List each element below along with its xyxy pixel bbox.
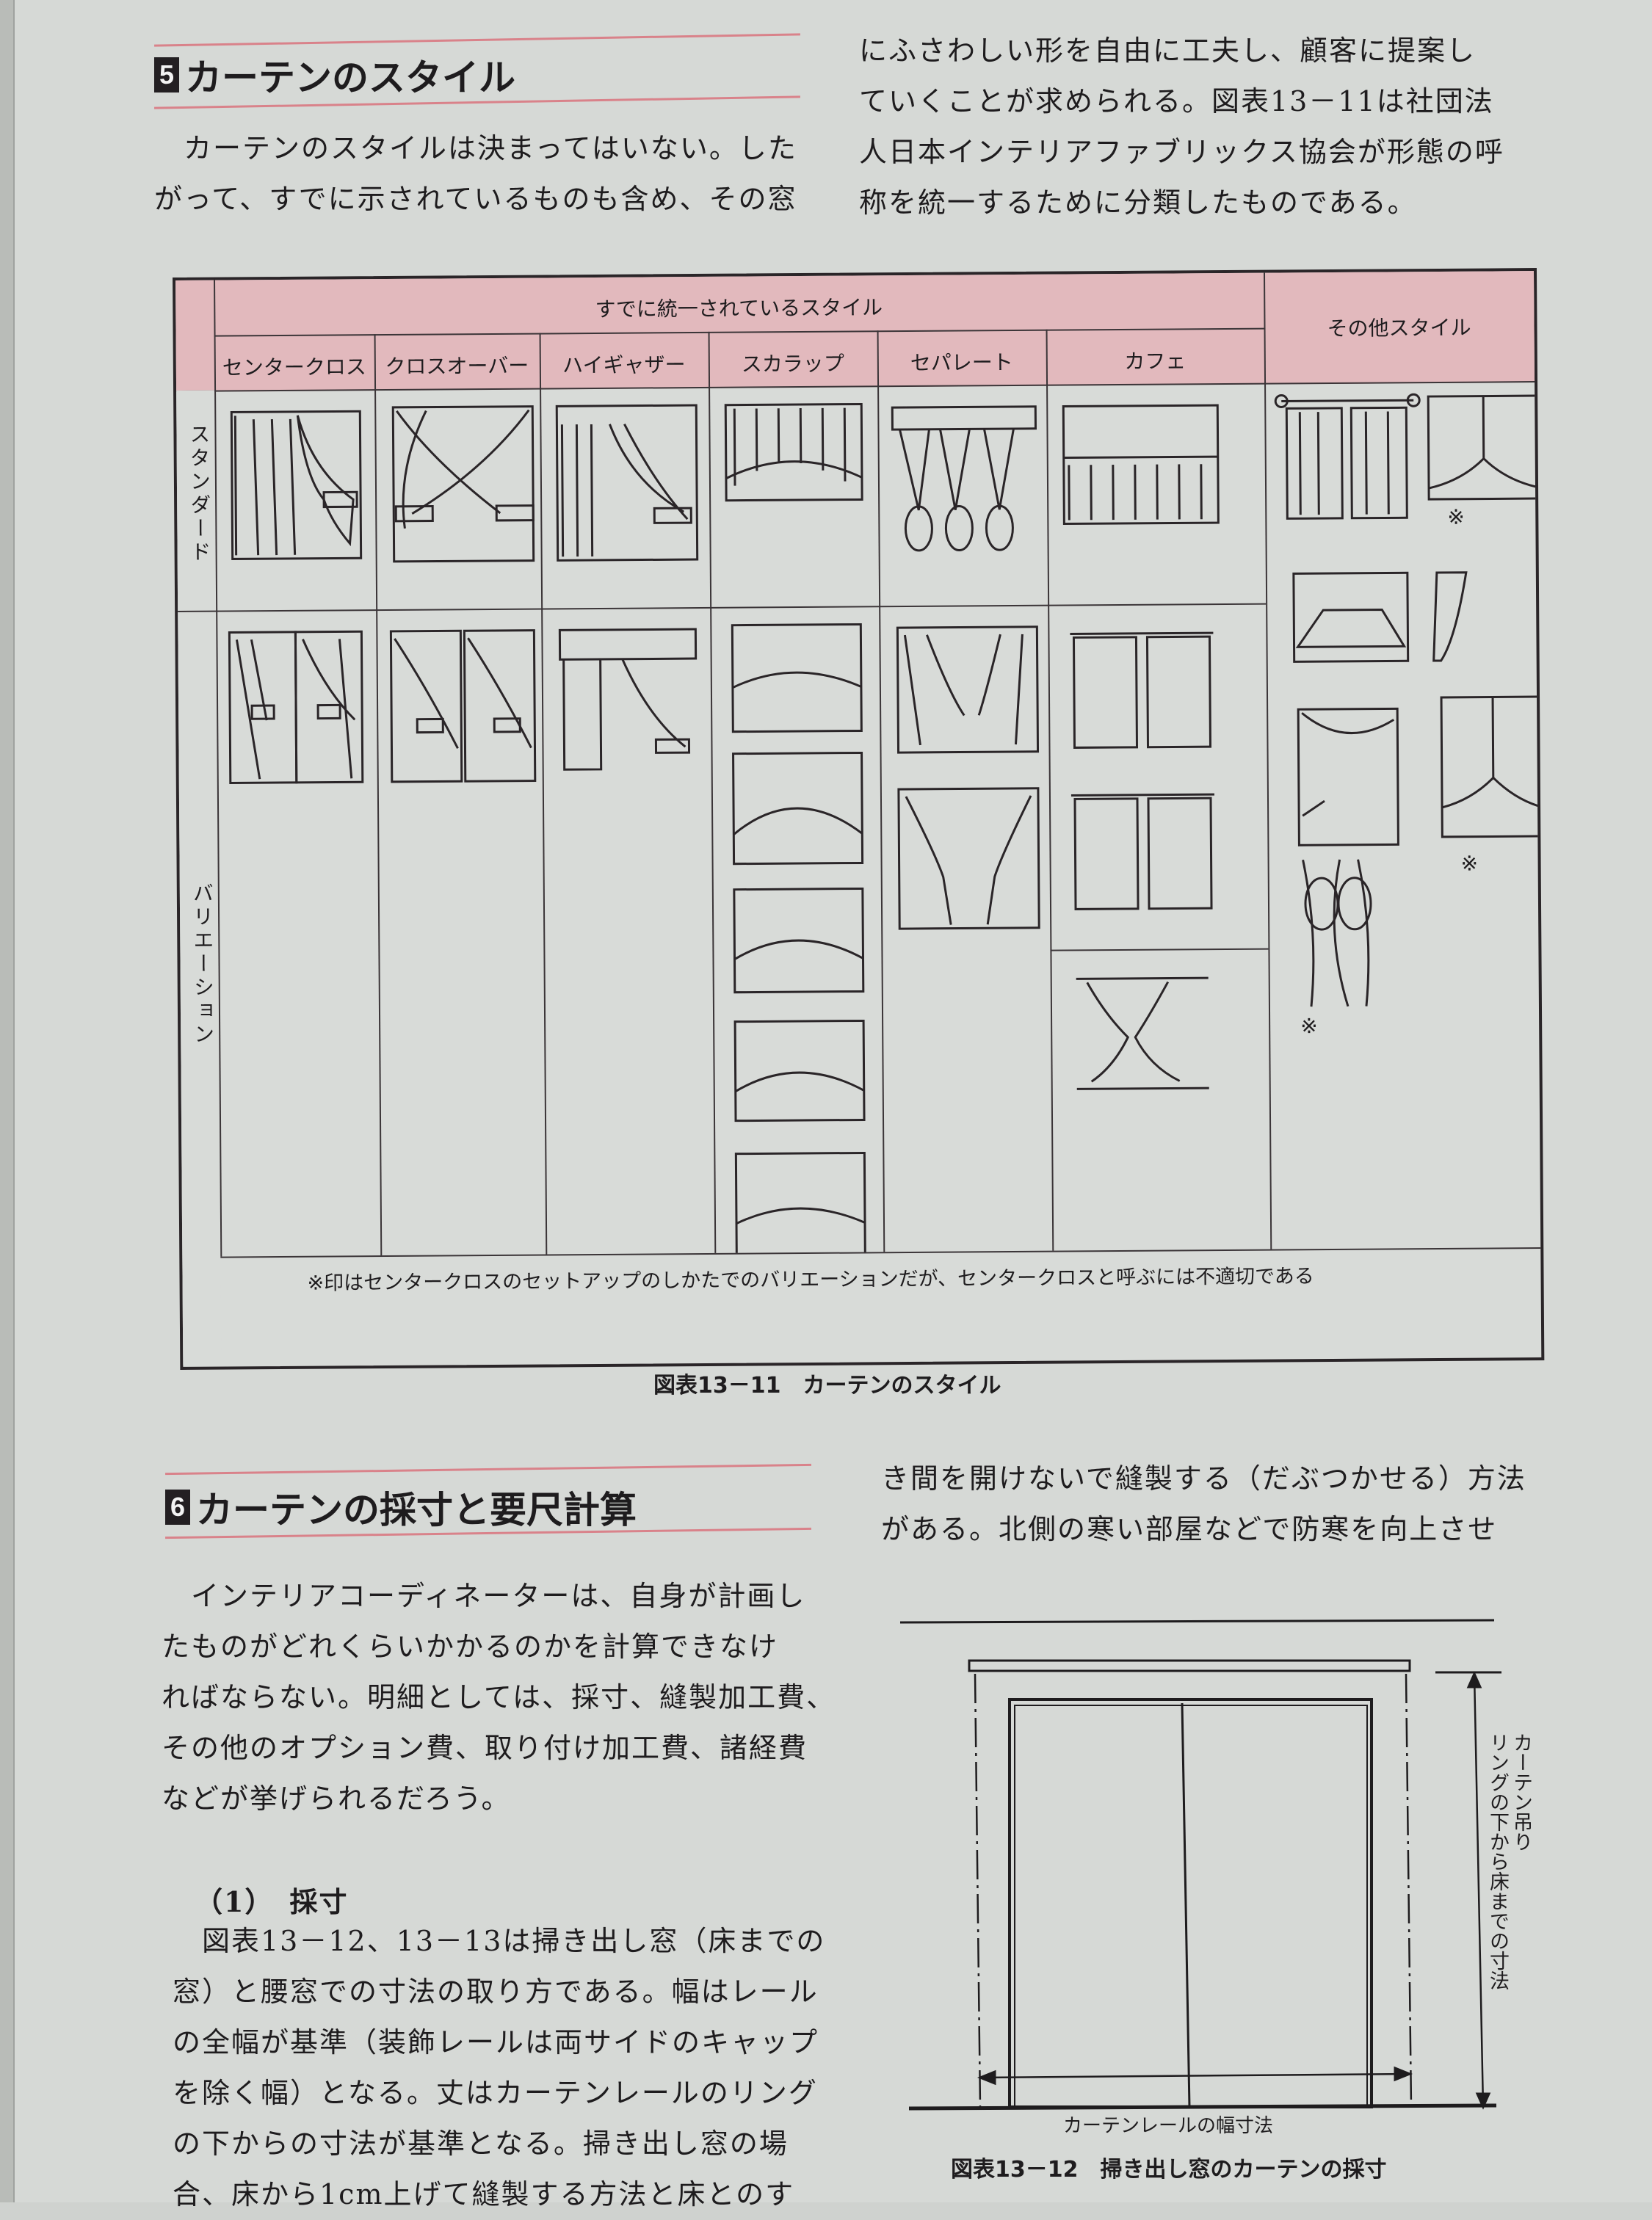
text-line: 称を統一するために分類したものである。 bbox=[859, 186, 1417, 219]
text-line: 合、床から1cm上げて縫製する方法と床とのす bbox=[173, 2178, 795, 2210]
center-cross-variation-drawing bbox=[228, 630, 364, 784]
ring-to-floor-label-line2: リングの下から床までの寸法 bbox=[1486, 1733, 1509, 1990]
section-5-heading: 5 カーテンのスタイル bbox=[154, 33, 800, 109]
text-line: にふさわしい形を自由に工夫し、顧客に提案し bbox=[859, 35, 1477, 67]
note-mark: ※ bbox=[1447, 504, 1465, 529]
rail-width-label: カーテンレールの幅寸法 bbox=[1063, 2115, 1274, 2137]
section-6-intro-paragraph: インテリアコーディネーターは、自身が計画し たものがどれくらいかかるのかを計算で… bbox=[162, 1571, 836, 1824]
text-line: の下からの寸法が基準となる。掃き出し窓の場 bbox=[173, 2128, 789, 2160]
text-line: を除く幅）となる。丈はカーテンレールのリング bbox=[173, 2077, 818, 2109]
heading-rule-top bbox=[165, 1463, 811, 1476]
ring-to-floor-label-line1: カーテン吊り bbox=[1510, 1733, 1532, 1851]
center-cross-standard-drawing bbox=[230, 410, 363, 560]
text-line: 図表13－12、13－13は掃き出し窓（床までの bbox=[173, 1925, 826, 1957]
section-5-right-paragraph: にふさわしい形を自由に工夫し、顧客に提案し ていくことが求められる。図表13－1… bbox=[859, 26, 1504, 228]
text-line: インテリアコーディネーターは、自身が計画し bbox=[162, 1580, 806, 1612]
cross-over-variation-drawing bbox=[389, 629, 537, 783]
curtain-style-table: すでに統一されているスタイル その他スタイル センタークロス クロスオーバー ハ… bbox=[173, 268, 1545, 1370]
text-line: たものがどれくらいかかるのかを計算できなけ bbox=[162, 1630, 779, 1663]
section-6-right-paragraph: き間を開けないで縫製する（だぶつかせる）方法 がある。北側の寒い部屋などで防寒を… bbox=[881, 1454, 1526, 1555]
section-number-badge: 5 bbox=[154, 57, 179, 92]
curtain-drawings bbox=[228, 393, 1541, 1257]
section-title: カーテンの採寸と要尺計算 bbox=[196, 1489, 637, 1531]
section-title: カーテンのスタイル bbox=[185, 57, 515, 99]
text-line: などが挙げられるだろう。 bbox=[162, 1782, 511, 1815]
cross-over-standard-drawing bbox=[391, 405, 535, 563]
heading-rule-top bbox=[154, 33, 800, 47]
text-line: の全幅が基準（装飾レールは両サイドのキャップ bbox=[173, 2026, 819, 2058]
high-gather-standard-drawing bbox=[555, 404, 699, 562]
cafe-variation-drawings bbox=[1070, 631, 1214, 1090]
separate-standard-drawing bbox=[891, 405, 1037, 552]
text-line: カーテンのスタイルは決まってはいない。した bbox=[154, 132, 797, 164]
text-line: ていくことが求められる。図表13－11は社団法 bbox=[859, 85, 1494, 117]
section-6-body-paragraph: 図表13－12、13－13は掃き出し窓（床までの 窓）と腰窓での寸法の取り方であ… bbox=[173, 1916, 825, 2220]
subsection-heading-measurement: （1） 採寸 bbox=[195, 1885, 349, 1918]
section-number-badge: 6 bbox=[165, 1490, 190, 1525]
note-mark: ※ bbox=[1460, 851, 1479, 876]
text-line: ればならない。明細としては、採寸、縫製加工費、 bbox=[162, 1681, 836, 1713]
cafe-standard-drawing bbox=[1062, 404, 1220, 526]
text-line: その他のオプション費、取り付け加工費、諸経費 bbox=[162, 1732, 808, 1764]
book-page: 5 カーテンのスタイル カーテンのスタイルは決まってはいない。した がって、すで… bbox=[15, 0, 1652, 2210]
text-line: がある。北側の寒い部屋などで防寒を向上させ bbox=[881, 1513, 1498, 1545]
high-gather-variation-drawing bbox=[558, 628, 698, 771]
table-footnote: ※印はセンタークロスのセットアップのしかたでのバリエーションだが、センタークロス… bbox=[307, 1265, 1314, 1295]
text-line: 人日本インテリアファブリックス協会が形態の呼 bbox=[859, 136, 1504, 168]
other-style-drawings-top bbox=[1274, 393, 1541, 1007]
text-line: がって、すでに示されているものも含め、その窓 bbox=[154, 183, 797, 215]
section-5-left-paragraph: カーテンのスタイルは決まってはいない。した がって、すでに示されているものも含め… bbox=[154, 123, 797, 225]
text-line: 窓）と腰窓での寸法の取り方である。幅はレール bbox=[173, 1976, 819, 2008]
note-mark: ※ bbox=[1300, 1014, 1318, 1039]
text-line: き間を開けないで縫製する（だぶつかせる）方法 bbox=[881, 1462, 1526, 1495]
figure-13-12-caption: 図表13－12 掃き出し窓のカーテンの採寸 bbox=[951, 2157, 1387, 2183]
scallop-variation-drawings bbox=[731, 623, 866, 1257]
figure-13-11-caption: 図表13－11 カーテンのスタイル bbox=[653, 1373, 1001, 1399]
page-gutter bbox=[0, 0, 15, 2202]
sweep-window-measurement-diagram bbox=[899, 1619, 1501, 2111]
scallop-standard-drawing bbox=[724, 402, 863, 502]
section-6-heading: 6 カーテンの採寸と要尺計算 bbox=[165, 1463, 811, 1539]
separate-variation-drawings bbox=[896, 625, 1040, 930]
